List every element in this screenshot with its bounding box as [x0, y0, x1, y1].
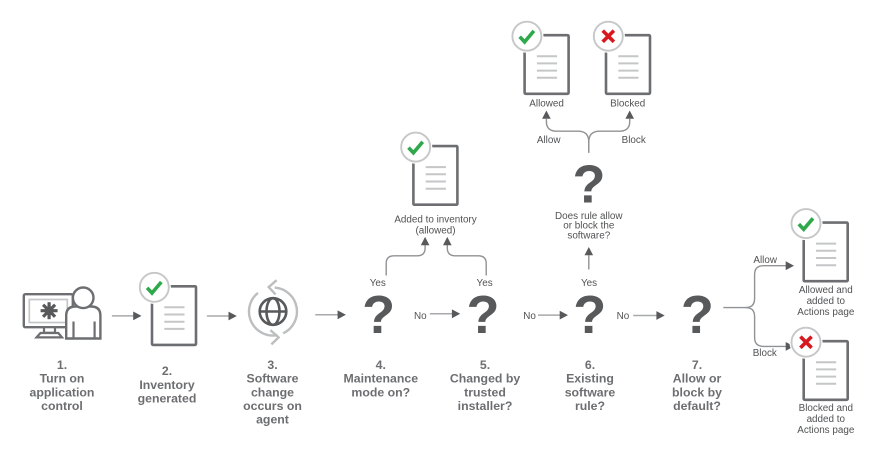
svg-text:default?: default? [673, 399, 721, 413]
svg-text:Actions page: Actions page [797, 425, 855, 436]
svg-text:?: ? [467, 285, 500, 345]
svg-text:No: No [414, 311, 427, 322]
svg-text:?: ? [573, 155, 606, 215]
svg-text:Allow: Allow [753, 255, 777, 266]
svg-text:Yes: Yes [477, 278, 493, 289]
svg-text:Allowed and: Allowed and [799, 285, 853, 296]
svg-text:Block: Block [622, 135, 646, 146]
svg-text:Added to inventory: Added to inventory [394, 215, 476, 226]
svg-text:added to: added to [807, 414, 846, 425]
svg-text:Blocked: Blocked [610, 99, 645, 110]
svg-text:software?: software? [567, 230, 610, 241]
svg-text:installer?: installer? [458, 399, 513, 413]
svg-text:Software: Software [247, 372, 299, 386]
svg-text:Yes: Yes [581, 278, 597, 289]
svg-text:Blocked and: Blocked and [799, 403, 853, 414]
svg-text:2.: 2. [162, 364, 172, 378]
svg-text:Allowed: Allowed [529, 99, 564, 110]
svg-text:Does rule allow: Does rule allow [555, 211, 623, 222]
svg-text:block by: block by [672, 385, 722, 399]
svg-text:4.: 4. [376, 358, 386, 372]
svg-text:Allow or: Allow or [673, 372, 722, 386]
svg-text:5.: 5. [480, 358, 490, 372]
svg-text:?: ? [681, 285, 714, 345]
svg-text:trusted: trusted [464, 385, 506, 399]
svg-text:6.: 6. [585, 358, 595, 372]
svg-text:No: No [523, 311, 536, 322]
svg-text:No: No [617, 311, 630, 322]
svg-text:Allow: Allow [537, 135, 561, 146]
svg-text:change: change [251, 385, 294, 399]
svg-text:added to: added to [807, 296, 846, 307]
svg-text:Block: Block [753, 348, 777, 359]
svg-text:Yes: Yes [370, 278, 386, 289]
svg-text:?: ? [362, 285, 395, 345]
svg-text:Changed by: Changed by [450, 372, 521, 386]
svg-text:rule?: rule? [575, 399, 605, 413]
svg-text:control: control [41, 399, 83, 413]
svg-text:generated: generated [138, 392, 197, 406]
svg-text:mode on?: mode on? [351, 385, 410, 399]
svg-text:occurs on: occurs on [243, 399, 302, 413]
svg-text:?: ? [573, 285, 606, 345]
svg-text:Inventory: Inventory [139, 378, 195, 392]
svg-text:Actions page: Actions page [797, 307, 855, 318]
svg-text:1.: 1. [57, 358, 67, 372]
svg-text:or block the: or block the [563, 221, 615, 232]
svg-text:7.: 7. [692, 358, 702, 372]
svg-text:3.: 3. [267, 358, 277, 372]
svg-text:application: application [30, 385, 95, 399]
svg-text:software: software [565, 385, 616, 399]
svg-text:Existing: Existing [566, 372, 614, 386]
svg-text:(allowed): (allowed) [415, 226, 455, 237]
svg-text:Turn on: Turn on [40, 372, 85, 386]
svg-text:Maintenance: Maintenance [344, 372, 419, 386]
svg-text:agent: agent [256, 413, 289, 427]
